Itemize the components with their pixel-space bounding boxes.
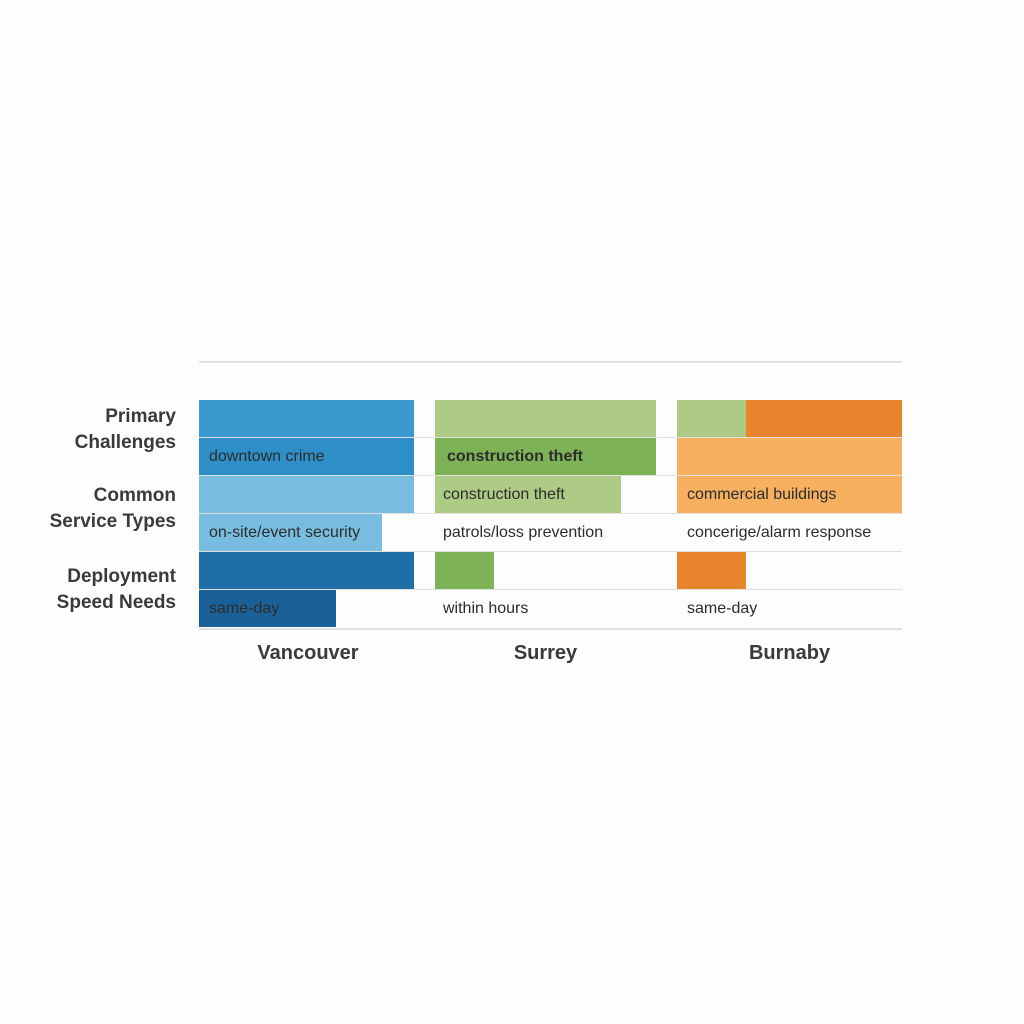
row-divider bbox=[199, 475, 902, 476]
surrey-service-type: construction theft bbox=[443, 486, 565, 503]
vancouver-bar-r2 bbox=[199, 438, 414, 475]
vancouver-bar-r6 bbox=[199, 590, 336, 627]
row-label-line: Speed Needs bbox=[56, 592, 176, 613]
surrey-bar-r1 bbox=[435, 400, 656, 437]
column-label-burnaby: Burnaby bbox=[748, 642, 831, 664]
vancouver-bar-r4 bbox=[199, 514, 382, 551]
column-label-surrey: Surrey bbox=[513, 642, 578, 664]
row-divider bbox=[199, 551, 902, 552]
surrey-service-type-secondary: patrols/loss prevention bbox=[443, 524, 604, 541]
burnaby-bar-r1-orange bbox=[746, 400, 902, 437]
vancouver-bar-r5 bbox=[199, 552, 414, 589]
row-label-common-service-types: Common Service Types bbox=[6, 483, 176, 535]
row-divider bbox=[199, 437, 902, 438]
row-divider bbox=[199, 513, 902, 514]
surrey-primary-challenge: construction theft bbox=[447, 448, 583, 465]
burnaby-service-type: commercial buildings bbox=[687, 486, 837, 503]
row-label-primary-challenges: Primary Challenges bbox=[6, 404, 176, 456]
row-label-line: Primary bbox=[105, 406, 176, 427]
surrey-bar-r5 bbox=[435, 552, 494, 589]
surrey-bar-r3 bbox=[435, 476, 621, 513]
vancouver-bar-r1 bbox=[199, 400, 414, 437]
burnaby-bar-r5 bbox=[677, 552, 746, 589]
row-label-line: Challenges bbox=[74, 432, 176, 453]
vancouver-bar-r3 bbox=[199, 476, 414, 513]
vancouver-service-type: on-site/event security bbox=[209, 524, 361, 541]
burnaby-deployment-speed: same-day bbox=[687, 600, 758, 617]
surrey-deployment-speed: within hours bbox=[443, 600, 529, 617]
burnaby-bar-r3 bbox=[677, 476, 902, 513]
burnaby-bar-r2 bbox=[677, 438, 902, 475]
column-label-vancouver: Vancouver bbox=[257, 642, 359, 664]
row-label-line: Deployment bbox=[67, 566, 176, 587]
row-divider bbox=[199, 628, 902, 630]
burnaby-bar-r1-green bbox=[677, 400, 746, 437]
row-label-deployment-speed-needs: Deployment Speed Needs bbox=[6, 564, 176, 616]
surrey-bar-r2 bbox=[435, 438, 656, 475]
row-label-line: Service Types bbox=[49, 511, 176, 532]
vancouver-primary-challenge: downtown crime bbox=[209, 448, 325, 465]
row-divider bbox=[199, 589, 902, 590]
row-label-line: Common bbox=[93, 485, 176, 506]
chart-top-rule bbox=[199, 361, 902, 363]
vancouver-deployment-speed: same-day bbox=[209, 600, 280, 617]
burnaby-service-type-secondary: concerige/alarm response bbox=[687, 524, 872, 541]
